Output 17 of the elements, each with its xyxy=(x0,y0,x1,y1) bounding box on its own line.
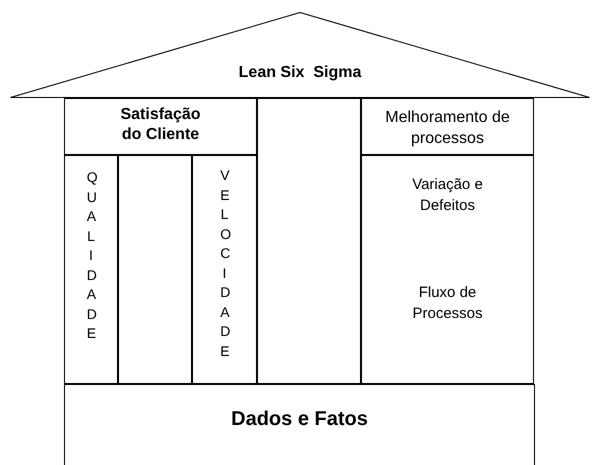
pillar-box xyxy=(192,155,257,384)
vertical-label: QUALIDADE xyxy=(86,168,96,343)
foundation-box xyxy=(64,384,535,465)
box-label: Melhoramento de processos xyxy=(384,108,511,149)
roof-triangle xyxy=(10,12,590,98)
pillar-box xyxy=(257,98,361,384)
vertical-label: VELOCIDADE xyxy=(220,166,229,360)
box-label: Variação e Defeitos xyxy=(411,175,484,216)
pillar-box xyxy=(64,155,118,384)
pillar-box xyxy=(118,155,192,384)
foundation-label: Dados e Fatos xyxy=(230,407,369,431)
box-label: Fluxo de Processos xyxy=(411,283,484,324)
box-label: Satisfação do Cliente xyxy=(119,105,202,145)
pillar-box xyxy=(361,155,534,384)
header-box xyxy=(64,98,257,155)
roof-title: Lean Six Sigma xyxy=(238,64,362,82)
header-box xyxy=(361,98,534,155)
